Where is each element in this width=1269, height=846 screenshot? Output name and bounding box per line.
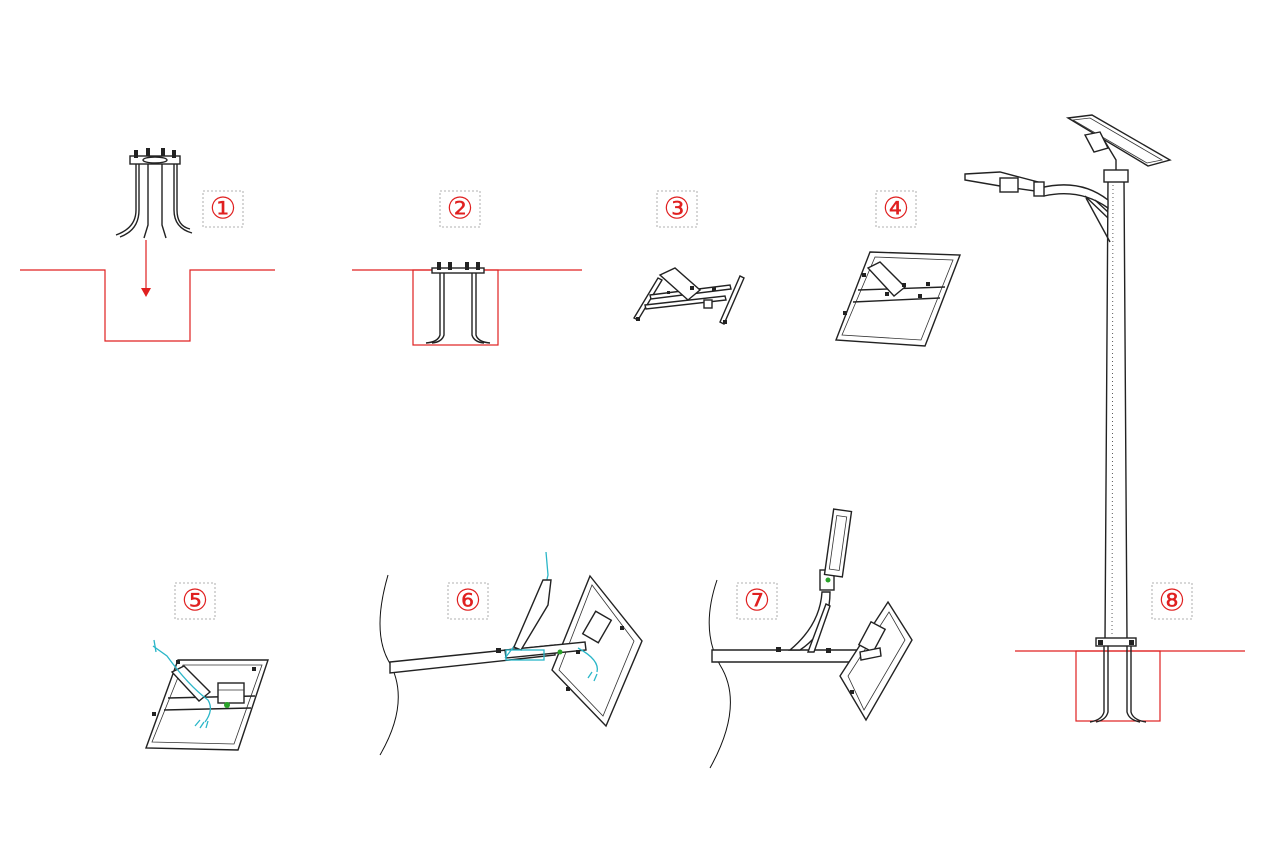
step-5-label-box [174, 582, 216, 620]
cable [152, 645, 212, 723]
step-5-battery-and-cable: ⑤ [145, 582, 269, 751]
step-7-lamp-arm: ⑦ [708, 508, 913, 769]
down-arrow-head-icon [141, 288, 151, 297]
lamp-arm [1038, 184, 1109, 210]
step-6-label-box [447, 582, 489, 620]
pole-section [711, 649, 861, 663]
step-3-label-box [656, 190, 698, 228]
anchor-cage [425, 262, 491, 344]
solar-panel [1065, 114, 1172, 167]
step-4-label-box [875, 190, 917, 228]
step-6-panel-to-pole: ⑥ [379, 551, 643, 756]
step-7-label: ⑦ [744, 584, 771, 619]
pole [1104, 179, 1128, 641]
solar-panel-frame [839, 600, 913, 722]
step-2-label-box [439, 190, 481, 228]
lamp-head [823, 508, 853, 578]
step-3-label: ③ [664, 192, 691, 227]
base-plate [1095, 637, 1137, 647]
step-4-label: ④ [883, 192, 910, 227]
step-4-bracket-on-panel: ④ [835, 190, 962, 347]
step-5-label: ⑤ [182, 584, 209, 619]
anchor-cage [115, 148, 193, 239]
step-1-label-box [202, 190, 244, 228]
step-7-label-box [736, 582, 778, 620]
step-2-anchor-in-pit: ② [352, 190, 582, 346]
pit-outline [1075, 650, 1161, 722]
step-3-panel-bracket: ③ [633, 190, 745, 325]
solar-panel-frame [145, 659, 269, 751]
break-line [379, 574, 399, 756]
step-1-label: ① [210, 192, 237, 227]
connector-icon [224, 702, 230, 708]
solar-panel-frame [835, 251, 962, 347]
solar-panel-frame [551, 574, 643, 728]
battery-box [857, 620, 887, 654]
connector-icon [557, 649, 563, 655]
step-8-label-box [1151, 582, 1193, 620]
step-8-label: ⑧ [1159, 584, 1186, 619]
connector-icon [825, 577, 831, 583]
step-6-label: ⑥ [455, 584, 482, 619]
battery-box [581, 610, 613, 644]
step-2-label: ② [447, 192, 474, 227]
break-line [708, 579, 731, 769]
pit-outline [412, 269, 499, 346]
step-1-anchor-into-pit: ① [20, 148, 275, 342]
battery-box [217, 682, 245, 704]
pit-outline [20, 269, 275, 342]
step-8-complete-light: ⑧ [964, 114, 1245, 723]
